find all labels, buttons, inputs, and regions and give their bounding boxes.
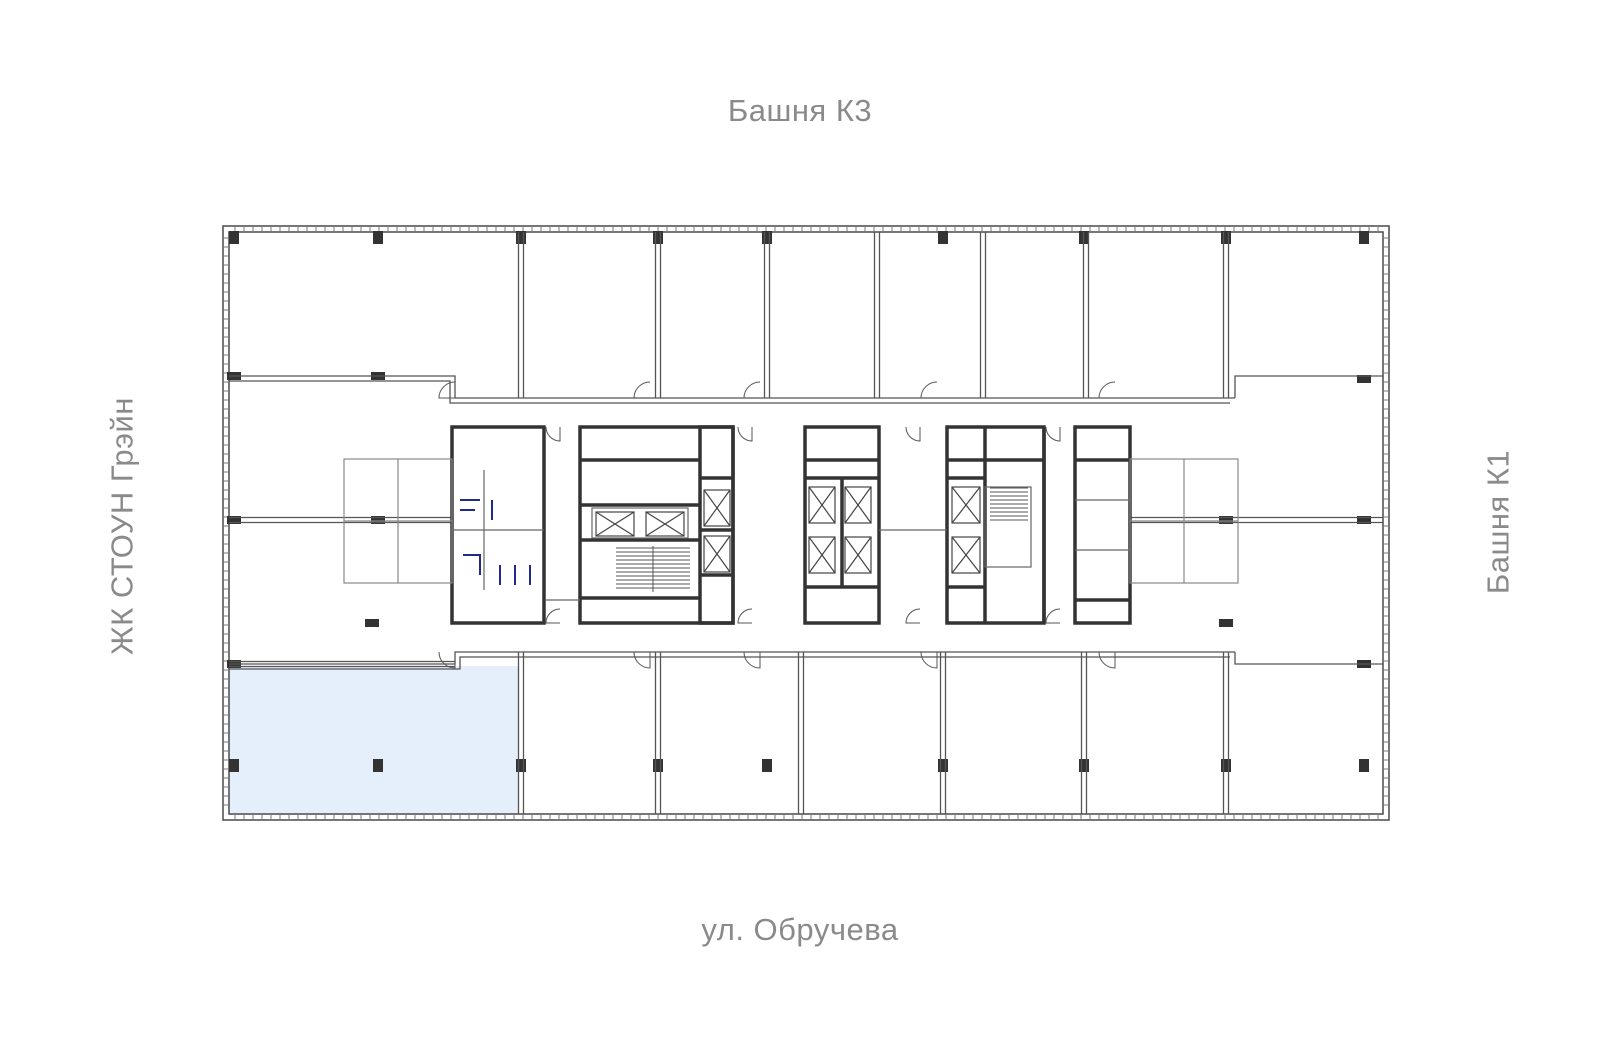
door (920, 381, 938, 399)
column (365, 619, 379, 627)
column (653, 231, 663, 244)
doors (438, 381, 1116, 669)
core-thin-walls (452, 470, 1130, 601)
elevator (808, 486, 836, 524)
elevator (595, 511, 635, 537)
elevator-shafts (595, 486, 981, 574)
column (229, 231, 239, 244)
column (373, 231, 383, 244)
north-label: Башня К3 (727, 93, 873, 128)
door (438, 381, 456, 399)
elevator (844, 536, 872, 574)
column (1219, 619, 1233, 627)
selected-unit[interactable] (229, 666, 519, 815)
elevator (645, 511, 685, 537)
door (1098, 651, 1116, 669)
elevator-cross (703, 489, 731, 527)
elevator (844, 486, 872, 524)
elevator-cross (808, 486, 836, 524)
elevator-cross (595, 511, 635, 537)
elevator-cross (808, 536, 836, 574)
elevator-cross (703, 535, 731, 573)
column (1221, 759, 1231, 772)
plumbing-fixtures (460, 499, 531, 585)
door (1045, 426, 1061, 442)
south-label: ул. Обручева (701, 912, 899, 947)
column (1357, 375, 1371, 383)
column (762, 759, 772, 772)
door (920, 651, 938, 669)
elevator (703, 489, 731, 527)
door (743, 381, 761, 399)
door (1098, 381, 1116, 399)
building-core (450, 425, 1132, 625)
door (633, 651, 651, 669)
facade-mullions (223, 226, 1389, 820)
door (905, 608, 921, 624)
column (516, 759, 526, 772)
column (229, 759, 239, 772)
door (743, 651, 761, 669)
column (1357, 516, 1371, 524)
elevator-cross (951, 536, 981, 574)
column (373, 759, 383, 772)
elevator (703, 535, 731, 573)
column (516, 231, 526, 244)
stairs (616, 487, 1028, 592)
elevator (808, 536, 836, 574)
elevator (951, 486, 981, 524)
door (438, 651, 456, 669)
column (1219, 516, 1233, 524)
door (1045, 608, 1061, 624)
door (737, 608, 753, 624)
elevator-cross (844, 486, 872, 524)
column (1079, 759, 1089, 772)
elevator (951, 536, 981, 574)
elevator-cross (844, 536, 872, 574)
column (371, 516, 385, 524)
column (938, 231, 948, 244)
door (633, 381, 651, 399)
column (762, 231, 772, 244)
column (1359, 759, 1369, 772)
door (545, 608, 561, 624)
door (737, 426, 753, 442)
column (938, 759, 948, 772)
elevator-cross (645, 511, 685, 537)
door (905, 426, 921, 442)
partition-walls (229, 232, 1383, 814)
column (1359, 231, 1369, 244)
column (1221, 231, 1231, 244)
restroom-modules (343, 458, 1239, 584)
door (545, 426, 561, 442)
elevator-cross (951, 486, 981, 524)
column (227, 516, 241, 524)
column (653, 759, 663, 772)
